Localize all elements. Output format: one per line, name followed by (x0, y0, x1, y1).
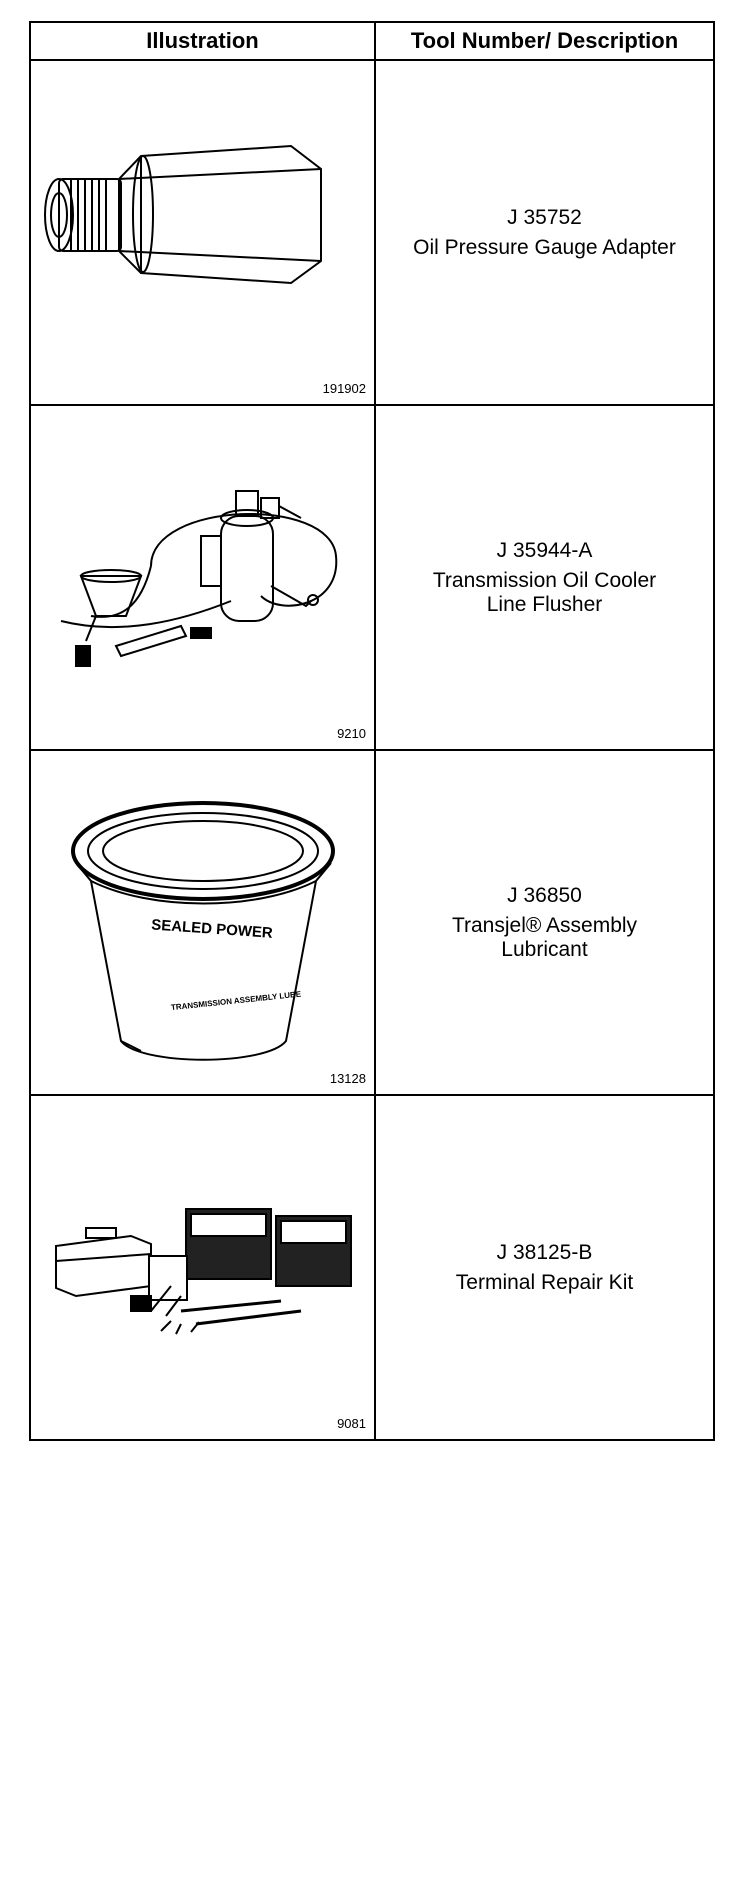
table-row: 9210 J 35944-A Transmission Oil Cooler L… (29, 404, 715, 751)
illustration-cell: 191902 (29, 59, 376, 406)
description-cell: J 35752 Oil Pressure Gauge Adapter (374, 59, 715, 406)
description-cell: J 35944-A Transmission Oil Cooler Line F… (374, 404, 715, 751)
tool-description: Oil Pressure Gauge Adapter (413, 235, 676, 259)
tool-number: J 36850 (507, 883, 582, 907)
tool-description-line2: Lubricant (501, 937, 588, 961)
header-row: Illustration Tool Number/ Description (29, 21, 715, 61)
header-description: Tool Number/ Description (374, 21, 715, 61)
illustration-cell: 9081 (29, 1094, 376, 1441)
description-cell: J 36850 Transjel® Assembly Lubricant (374, 749, 715, 1096)
figure-number: 9210 (337, 726, 366, 741)
special-tools-table: Illustration Tool Number/ Description (29, 21, 715, 1441)
tool-description: Transmission Oil Cooler (432, 568, 657, 592)
tool-description: Transjel® Assembly (451, 913, 638, 937)
line-flusher-drawing (60, 490, 338, 667)
figure-number: 191902 (322, 381, 366, 396)
tool-number: J 38125-B (496, 1240, 593, 1264)
header-illustration: Illustration (29, 21, 376, 61)
tool-number: J 35944-A (496, 538, 593, 562)
tub-label-text: SEALED POWER (151, 916, 274, 941)
illustration-cell: 9210 (29, 404, 376, 751)
figure-number: 9081 (337, 1416, 366, 1431)
figure-number: 13128 (329, 1071, 366, 1086)
illustration-cell: SEALED POWER TRANSMISSION ASSEMBLY LUBE … (29, 749, 376, 1096)
table-row: 191902 J 35752 Oil Pressure Gauge Adapte… (29, 59, 715, 406)
table-row: SEALED POWER TRANSMISSION ASSEMBLY LUBE … (29, 749, 715, 1096)
terminal-repair-kit-drawing (55, 1208, 352, 1335)
description-cell: J 38125-B Terminal Repair Kit (374, 1094, 715, 1441)
tool-description: Terminal Repair Kit (455, 1270, 634, 1294)
tool-description-line2: Line Flusher (486, 592, 603, 616)
tub-body-text: TRANSMISSION ASSEMBLY LUBE (170, 989, 302, 1012)
oil-pressure-gauge-adapter-drawing (44, 144, 322, 285)
lubricant-tub-drawing: SEALED POWER TRANSMISSION ASSEMBLY LUBE (71, 801, 335, 1061)
table-row: 9081 J 38125-B Terminal Repair Kit (29, 1094, 715, 1441)
tool-number: J 35752 (507, 205, 582, 229)
